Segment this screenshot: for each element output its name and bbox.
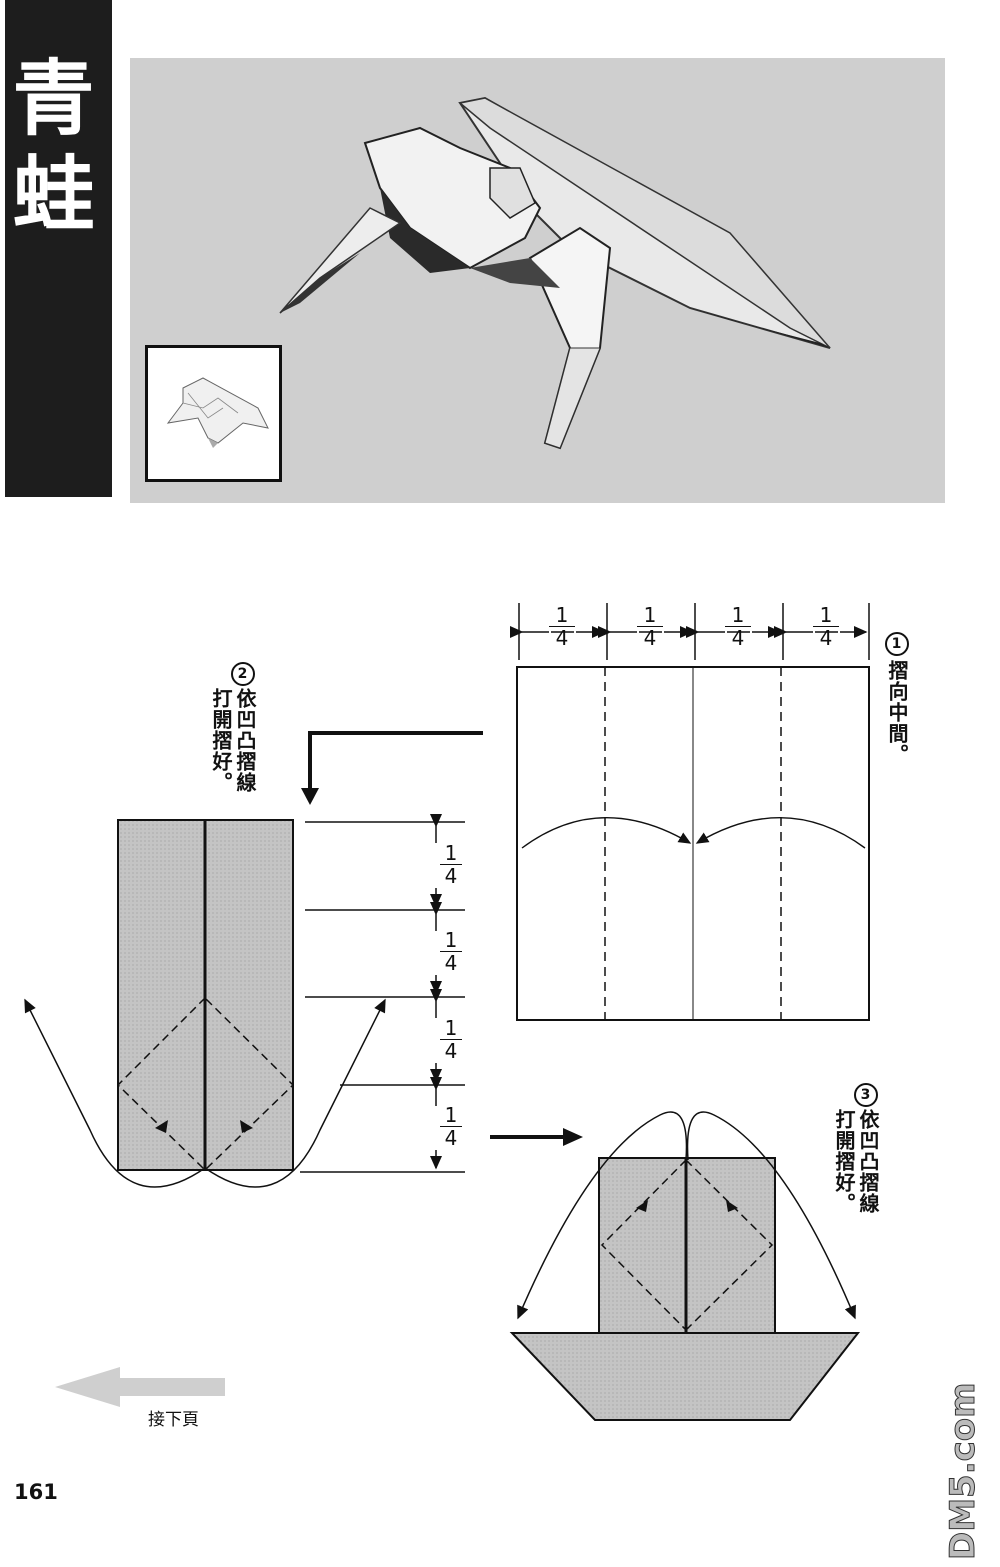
fraction-denominator: 4 [440, 1126, 462, 1149]
fraction-denominator: 4 [440, 1039, 462, 1062]
step1-diagram [510, 603, 870, 1021]
step1-instruction: 1 摺向中間。 [885, 632, 909, 802]
page-number: 161 [14, 1480, 58, 1504]
origami-frog-image [279, 96, 831, 450]
fraction-numerator: 1 [819, 603, 833, 627]
fraction-numerator: 1 [555, 603, 569, 627]
fraction-numerator: 1 [444, 1103, 458, 1127]
title-char-2: 蛙 [12, 148, 95, 243]
title-bar [5, 0, 112, 497]
step1-text: 摺向中間。 [885, 660, 909, 765]
crease-pattern-thumbnail [145, 345, 282, 482]
watermark-logo: DM5.com [935, 1382, 991, 1561]
watermark-text: DM5.com [943, 1382, 984, 1561]
title-char-1: 青 [12, 52, 95, 147]
fraction-denominator: 4 [813, 626, 839, 649]
fraction-denominator: 4 [637, 626, 663, 649]
fraction-denominator: 4 [549, 626, 575, 649]
fraction-numerator: 1 [444, 841, 458, 865]
fraction-numerator: 1 [444, 928, 458, 952]
fraction-numerator: 1 [444, 1016, 458, 1040]
step3-number: 3 [854, 1083, 878, 1107]
step2-number: 2 [231, 662, 255, 686]
fraction-denominator: 4 [725, 626, 751, 649]
next-page-arrow-icon [55, 1367, 225, 1407]
page-title: 青 蛙 [0, 52, 107, 244]
step2-diagram [24, 814, 465, 1188]
step1-number: 1 [885, 632, 909, 656]
fraction-denominator: 4 [440, 864, 462, 887]
frog-photo [130, 58, 945, 503]
frog-thumbnail-icon [166, 377, 269, 448]
fraction-numerator: 1 [643, 603, 657, 627]
step3-text: 依凹凸摺線打開摺好。 [832, 1109, 880, 1214]
fraction-denominator: 4 [440, 951, 462, 974]
next-page-label: 接下頁 [148, 1410, 199, 1430]
step2-text: 依凹凸摺線打開摺好。 [209, 688, 257, 793]
fraction-numerator: 1 [731, 603, 745, 627]
step3-diagram [509, 1111, 861, 1421]
